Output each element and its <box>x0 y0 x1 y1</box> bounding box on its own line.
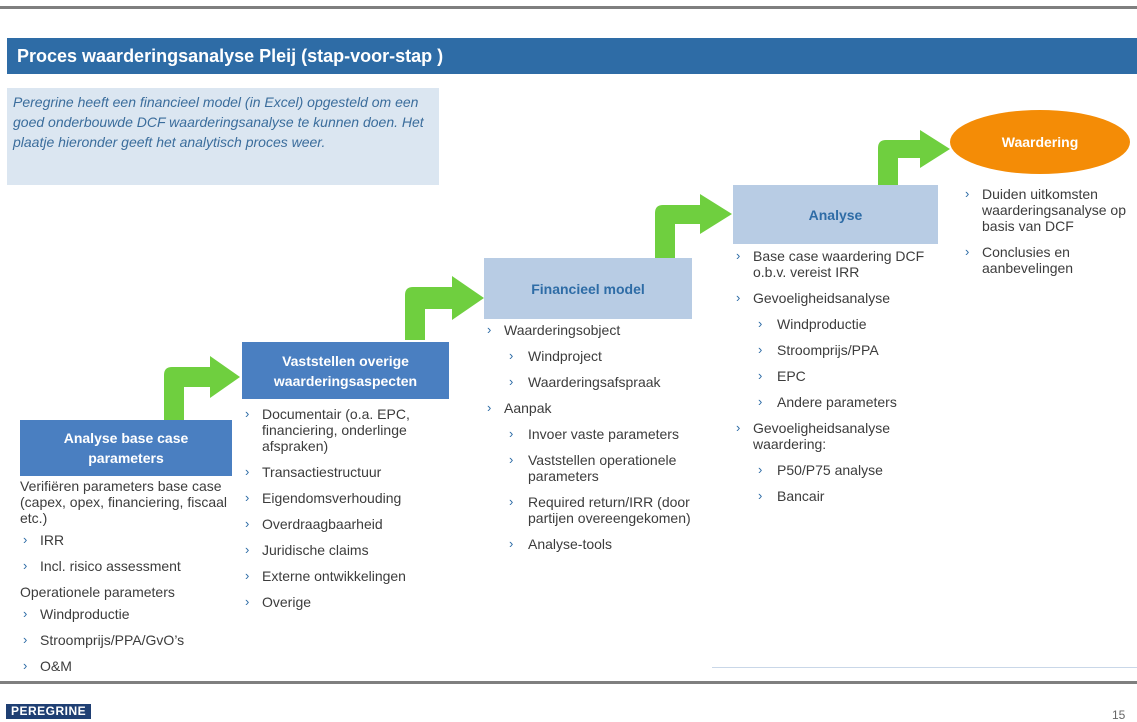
divider <box>712 667 1137 668</box>
list-item: Gevoeligheidsanalyse waardering: <box>733 420 933 452</box>
column-overige-aspecten: Documentair (o.a. EPC, financiering, ond… <box>242 406 457 620</box>
list-item: Incl. risico assessment <box>20 558 232 574</box>
step-financieel-model: Financieel model <box>484 258 692 319</box>
list-item: Bancair <box>755 488 933 504</box>
list-item: Windproject <box>506 348 699 364</box>
list-item: Verifiëren parameters base case (capex, … <box>20 478 227 526</box>
list-item: Waarderingsafspraak <box>506 374 699 390</box>
list-item: Windproductie <box>20 606 232 622</box>
step-analyse: Analyse <box>733 185 938 244</box>
step-analyse-base-case: Analyse base case parameters <box>20 420 232 476</box>
arrow-icon <box>405 276 484 340</box>
list-item: Duiden uitkomsten waarderingsanalyse op … <box>962 186 1132 234</box>
list-item: Externe ontwikkelingen <box>242 568 457 584</box>
list-item: Base case waardering DCF o.b.v. vereist … <box>733 248 933 280</box>
slide-title: Proces waarderingsanalyse Pleij (stap-vo… <box>7 38 1137 74</box>
list-item: Andere parameters <box>755 394 933 410</box>
arrow-icon <box>878 130 950 185</box>
peregrine-logo: PEREGRINE <box>6 704 92 719</box>
step-vaststellen-overige: Vaststellen overige waarderingsaspecten <box>242 342 449 399</box>
list-item: Overige <box>242 594 457 610</box>
list-item: EPC <box>755 368 933 384</box>
list-item: Conclusies en aanbevelingen <box>962 244 1132 276</box>
list-item: IRR <box>20 532 232 548</box>
intro-text: Peregrine heeft een financieel model (in… <box>7 88 439 185</box>
list-item: Stroomprijs/PPA <box>755 342 933 358</box>
list-item: Analyse-tools <box>506 536 699 552</box>
list-item: Stroomprijs/PPA/GvO’s <box>20 632 232 648</box>
page-number: 15 <box>1112 708 1126 722</box>
list-item: Waarderingsobject <box>484 322 699 338</box>
column-financieel-model: Waarderingsobject Windproject Waardering… <box>484 322 699 562</box>
list-item: Required return/IRR (door partijen overe… <box>506 494 699 526</box>
list-item: Juridische claims <box>242 542 457 558</box>
list-item: Invoer vaste parameters <box>506 426 699 442</box>
top-rule <box>0 6 1137 9</box>
list-item: Operationele parameters <box>20 584 175 600</box>
list-item: P50/P75 analyse <box>755 462 933 478</box>
list-item: Documentair (o.a. EPC, financiering, ond… <box>242 406 457 454</box>
list-item: Transactiestructuur <box>242 464 457 480</box>
list-item: Overdraagbaarheid <box>242 516 457 532</box>
arrow-icon <box>164 356 240 420</box>
list-item: Gevoeligheidsanalyse <box>733 290 933 306</box>
list-item: Windproductie <box>755 316 933 332</box>
column-base-case: Verifiëren parameters base case (capex, … <box>20 478 232 684</box>
list-item: Vaststellen operationele parameters <box>506 452 699 484</box>
arrow-icon <box>655 194 732 258</box>
list-item: Eigendomsverhouding <box>242 490 457 506</box>
step-waardering: Waardering <box>950 110 1130 174</box>
list-item: Aanpak <box>484 400 699 416</box>
list-item: O&M <box>20 658 232 674</box>
column-analyse: Base case waardering DCF o.b.v. vereist … <box>733 248 933 514</box>
column-waardering: Duiden uitkomsten waarderingsanalyse op … <box>962 186 1132 286</box>
bottom-rule <box>0 681 1137 684</box>
